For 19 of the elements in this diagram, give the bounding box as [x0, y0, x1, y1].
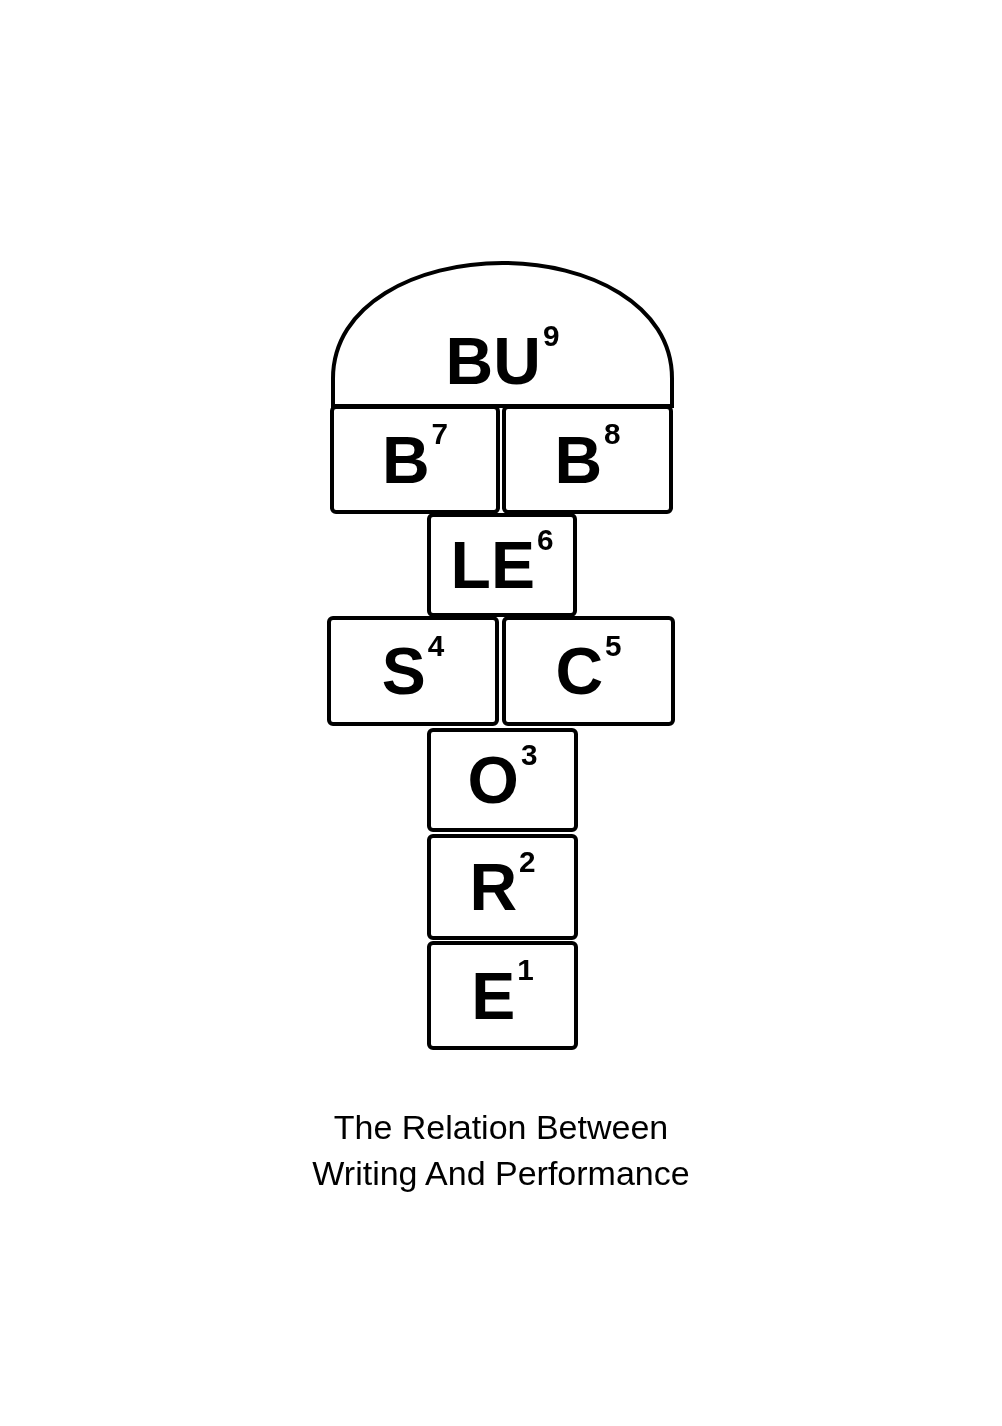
hopscotch-square [502, 405, 673, 514]
letter-label: B$^{7}$ [381, 426, 449, 493]
hopscotch-square [502, 616, 675, 726]
hopscotch-square [427, 728, 578, 832]
hopscotch-square [327, 616, 499, 726]
letter-label: LE$^{6}$ [450, 532, 554, 598]
hopscotch-square [427, 834, 578, 940]
letter-label: BU$^{9}$ [445, 328, 560, 394]
letter-label: S$^{4}$ [381, 638, 445, 704]
letter-label: E$^{1}$ [471, 962, 534, 1029]
letter-label: R$^{2}$ [469, 854, 536, 920]
hopscotch-square [330, 405, 500, 514]
caption: The Relation Between Writing And Performance [311, 1107, 691, 1194]
dome-cell [330, 260, 675, 408]
letter-label: O$^{3}$ [467, 747, 538, 813]
hopscotch-square [427, 941, 578, 1050]
letter-label: C$^{5}$ [555, 638, 622, 704]
hopscotch-square [427, 513, 577, 617]
letter-label: B$^{8}$ [554, 426, 621, 493]
